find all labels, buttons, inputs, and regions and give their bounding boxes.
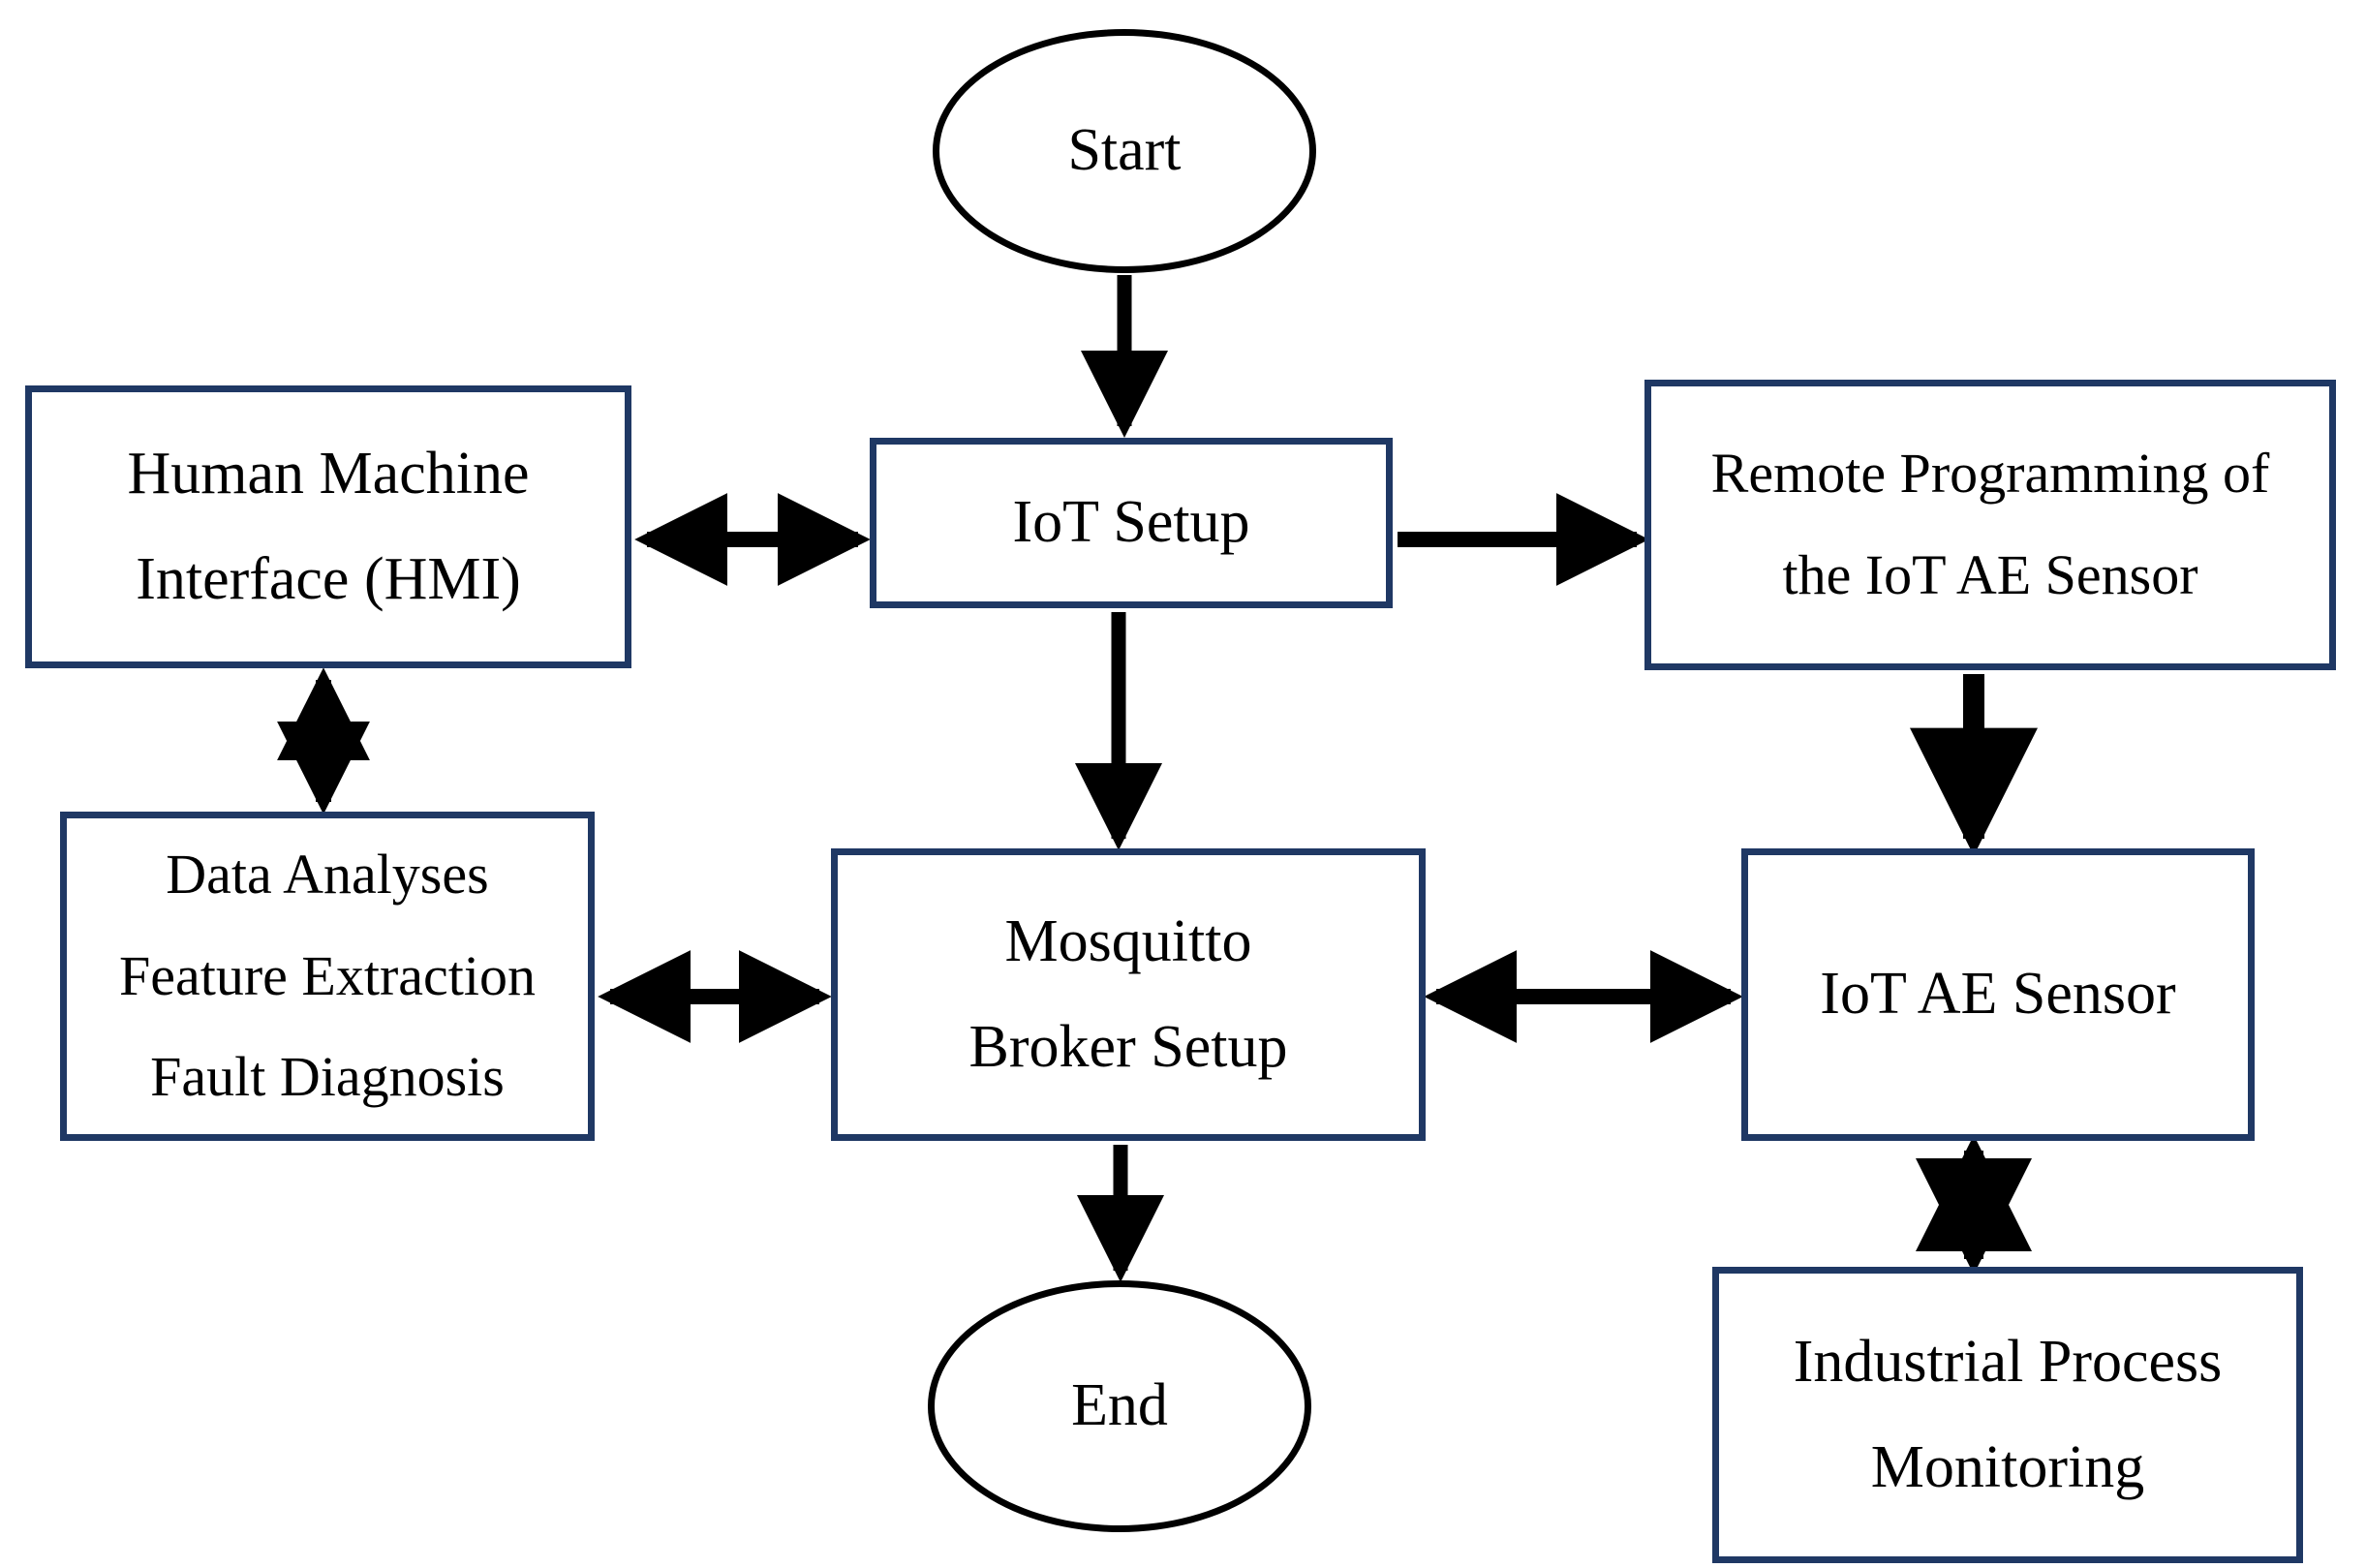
- node-remote-prog-label-line-1: the IoT AE Sensor: [1782, 543, 2198, 606]
- node-data-analyses-label-line-2: Fault Diagnosis: [150, 1045, 505, 1109]
- node-start-label-line-0: Start: [1067, 117, 1182, 184]
- node-remote-prog-label-line-0: Remote Programming of: [1710, 442, 2270, 506]
- node-human-machine-interface[interactable]: Human Machine Interface (HMI): [25, 385, 631, 668]
- node-hmi-label-line-0: Human Machine: [127, 440, 530, 507]
- node-industrial-label-line-0: Industrial Process: [1793, 1328, 2223, 1395]
- node-data-analyses[interactable]: Data Analyses Feature Extraction Fault D…: [60, 812, 595, 1141]
- node-industrial-process-monitoring[interactable]: Industrial Process Monitoring: [1712, 1267, 2303, 1563]
- node-hmi-label-line-1: Interface (HMI): [136, 546, 521, 612]
- node-start[interactable]: Start: [933, 29, 1316, 273]
- node-mosquitto-label-line-0: Mosquitto: [1004, 907, 1252, 974]
- node-iot-setup[interactable]: IoT Setup: [870, 438, 1393, 608]
- node-end-label-line-0: End: [1071, 1372, 1168, 1439]
- node-remote-programming[interactable]: Remote Programming of the IoT AE Sensor: [1644, 380, 2336, 670]
- node-industrial-label-line-1: Monitoring: [1870, 1434, 2145, 1500]
- node-mosquitto-label-line-1: Broker Setup: [968, 1014, 1288, 1080]
- node-mosquitto-broker-setup[interactable]: Mosquitto Broker Setup: [831, 848, 1426, 1141]
- node-data-analyses-label-line-0: Data Analyses: [166, 842, 489, 906]
- node-iot-setup-label-line-0: IoT Setup: [1012, 489, 1250, 556]
- node-iot-ae-sensor[interactable]: IoT AE Sensor: [1741, 848, 2255, 1141]
- node-iot-ae-label-line-0: IoT AE Sensor: [1820, 961, 2176, 1028]
- node-data-analyses-label-line-1: Feature Extraction: [119, 943, 536, 1007]
- node-end[interactable]: End: [928, 1280, 1311, 1532]
